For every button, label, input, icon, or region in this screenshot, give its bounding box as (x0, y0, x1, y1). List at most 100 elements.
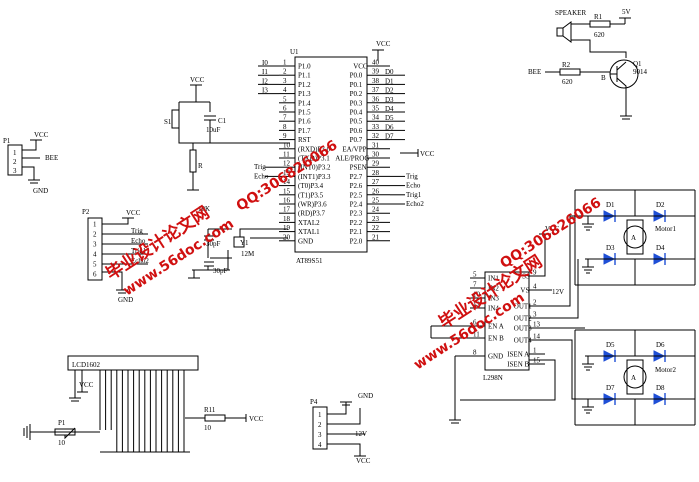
mcu-right-pin-num: 30 (372, 151, 380, 159)
mcu-left-pin-label: XTAL1 (298, 228, 320, 236)
l298-right-pin-label: ISEN A (507, 351, 529, 359)
l298-right-pin-label: OUT1 (514, 303, 532, 311)
mcu-right-pin-num: 24 (372, 206, 380, 214)
motor2-label: Motor2 (655, 366, 677, 374)
l298-right-pin-label: OUT3 (514, 325, 532, 333)
svg-text:BEE: BEE (45, 154, 58, 162)
mcu-right-pin-label: P2.1 (350, 228, 363, 236)
motor-body (626, 219, 644, 255)
mcu-left-pin-num: 6 (283, 105, 287, 113)
header-p4: P4 1 2 3 4 GND 12V VCC (310, 392, 373, 465)
svg-text:VCC: VCC (356, 457, 371, 465)
diode-label: D3 (606, 244, 615, 252)
l298-right-pin-num: 13 (533, 321, 541, 329)
svg-text:2: 2 (318, 421, 322, 429)
mcu-left-pin-label: (INT0)P3.2 (298, 164, 331, 172)
motor-body (626, 359, 644, 395)
l298-right-pin-label: VSS (517, 273, 530, 281)
crystal-cap2 (188, 257, 232, 279)
buzzer-r1 (589, 20, 611, 28)
mcu-right-pin-num: 21 (372, 233, 380, 241)
mcu-right-pin-num: 38 (372, 77, 380, 85)
svg-text:P1: P1 (3, 137, 11, 145)
mcu-left-pin-num: 20 (283, 233, 291, 241)
l298-left-pin-num: 10 (473, 291, 481, 299)
l298-right-pin-num: 4 (533, 283, 537, 291)
mcu-right-pin-label: P0.2 (350, 90, 363, 98)
speaker-symbol (556, 21, 572, 43)
svg-text:VCC: VCC (545, 225, 560, 233)
mcu-left-pin-label: (RD)P3.7 (298, 210, 326, 218)
mcu-p2-net: Echo2 (406, 200, 424, 208)
header-p1: P1 1 2 3 VCC BEE GND (3, 131, 58, 195)
mcu-p0-net: D2 (385, 87, 394, 95)
mcu-right-pin-label: EA/VPP (342, 145, 366, 153)
l298-left-pin-label: IN2 (488, 285, 499, 293)
mcu-left-pin-label: P1.0 (298, 63, 311, 71)
mcu-p2-net: Echo (406, 182, 421, 190)
mcu-left-pin-num: 11 (283, 151, 290, 159)
svg-text:GND: GND (118, 296, 133, 304)
svg-text:R1: R1 (594, 13, 603, 21)
svg-text:LCD1602: LCD1602 (72, 361, 101, 369)
mcu-right-pin-num: 25 (372, 197, 380, 205)
diode-label: D2 (656, 201, 665, 209)
mcu-right-pin-num: 37 (372, 86, 380, 94)
mcu-ref: U1 (290, 48, 299, 56)
mcu-left-pin-label: P1.3 (298, 90, 311, 98)
mcu-right-pin-label: P2.5 (350, 191, 363, 199)
mcu-right-pin-num: 33 (372, 123, 380, 131)
mcu-right-pin-num: 27 (372, 178, 380, 186)
mcu-p0-net: D0 (385, 68, 394, 76)
l298-left-pin-num: 12 (473, 301, 481, 309)
mcu-left-pin-num: 4 (283, 86, 287, 94)
svg-text:GND: GND (358, 392, 373, 400)
l298-right-pin-label: VS (520, 287, 529, 295)
mcu-right-pin-label: P0.0 (350, 72, 363, 80)
mcu-right-pin-num: 22 (372, 224, 380, 232)
svg-text:L298N: L298N (483, 374, 503, 382)
mcu-right-pin-num: 35 (372, 105, 380, 113)
svg-text:2: 2 (13, 158, 17, 166)
ground-symbol (582, 223, 594, 231)
svg-text:R: R (198, 162, 203, 170)
mcu-right-pin-label: P2.0 (350, 237, 363, 245)
mcu-left-pin-label: P1.5 (298, 109, 311, 117)
diode-label: D5 (606, 341, 615, 349)
svg-text:4: 4 (318, 441, 322, 449)
l298-right-pin-label: OUT4 (514, 337, 532, 345)
mcu-at89s51: U1 AT89S51 P1.01P1.12P1.23P1.34P1.45P1.5… (254, 48, 424, 265)
reset-capacitor (204, 115, 216, 121)
mcu-p0-net: D6 (385, 123, 394, 131)
svg-text:10K: 10K (198, 205, 210, 213)
svg-text:Q1: Q1 (633, 60, 642, 68)
mcu-left-pin-label: (TXD)P3.1 (298, 155, 330, 163)
mcu-right-pin-num: 39 (372, 68, 380, 76)
l298-left-pin-num: 8 (473, 349, 477, 357)
l298-left-pin-num: 7 (473, 281, 477, 289)
mcu-p0-net: D7 (385, 133, 394, 141)
mcu-left-pin-num: 15 (283, 187, 291, 195)
svg-text:VCC: VCC (79, 381, 94, 389)
mcu-p1-net: I0 (262, 59, 268, 67)
mcu-right-pin-num: 23 (372, 215, 380, 223)
mcu-p0-net: D3 (385, 96, 394, 104)
l298-right-pin-label: ISEN B (507, 361, 529, 369)
svg-text:12V: 12V (552, 288, 564, 296)
l298-left-pin-label: IN4 (488, 305, 499, 313)
mcu-left-pin-num: 19 (283, 224, 291, 232)
motor-symbol (623, 365, 647, 389)
mcu-p0-net: D4 (385, 105, 394, 113)
mcu-p2-net: Trig1 (406, 191, 422, 199)
l298-right-pin-num: 1 (533, 347, 537, 355)
lcd-resistor (204, 414, 226, 422)
mcu-right-pin-num: 36 (372, 95, 380, 103)
mcu-left-pin-label: P1.4 (298, 99, 311, 107)
l298-left-pin-num: 5 (473, 271, 477, 279)
mcu-left-pin-num: 9 (283, 132, 287, 140)
ground-symbol (582, 406, 594, 414)
p2-net-label: Echo2 (131, 257, 149, 265)
